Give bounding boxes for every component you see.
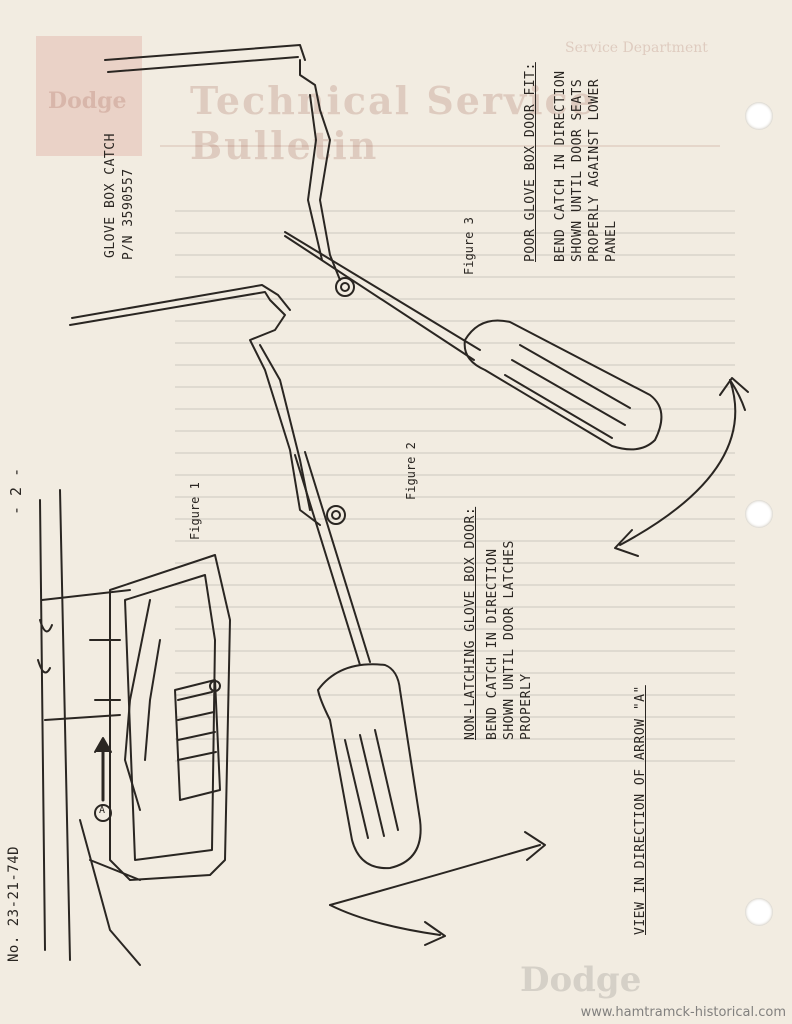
site-watermark: www.hamtramck-historical.com (580, 1005, 786, 1020)
poor-fit-line-1: BEND CATCH IN DIRECTION (553, 70, 568, 262)
bleed-header: Service Department (565, 40, 708, 56)
poor-fit-heading: POOR GLOVE BOX DOOR FIT: (523, 62, 538, 262)
binder-hole-middle (745, 500, 773, 528)
bleed-logo (36, 36, 142, 156)
part-name: GLOVE BOX CATCH (103, 133, 118, 258)
binder-hole-top (745, 102, 773, 130)
bleed-title: Technical Service Bulletin (190, 78, 596, 168)
figure-2-catch-drawing (69, 284, 546, 946)
poor-fit-line-2: SHOWN UNTIL DOOR SEATS (570, 78, 585, 262)
bleed-body (175, 210, 735, 770)
non-latching-heading: NON-LATCHING GLOVE BOX DOOR: (463, 506, 478, 740)
bleed-rule (160, 145, 720, 147)
arrow-a-label: A (99, 805, 106, 816)
poor-fit-line-3: PROPERLY AGAINST LOWER (587, 78, 602, 262)
bleed-footer-brand: Dodge (520, 960, 642, 1000)
figure-1-glovebox-drawing (37, 489, 231, 966)
figure-1-label: Figure 1 (188, 482, 202, 540)
bleed-brand: Dodge (48, 88, 127, 114)
arrow-a-drawing (94, 737, 112, 822)
figure-2-label: Figure 2 (404, 442, 418, 500)
figure-3-catch-drawing (104, 44, 749, 557)
page-number: - 2 - (7, 467, 25, 515)
binder-hole-bottom (745, 898, 773, 926)
non-latching-line-2: SHOWN UNTIL DOOR LATCHES (502, 540, 517, 740)
bulletin-number: No. 23-21-74D (6, 845, 22, 962)
non-latching-line-3: PROPERLY (519, 673, 534, 740)
view-caption: VIEW IN DIRECTION OF ARROW "A" (633, 685, 648, 935)
figure-3-label: Figure 3 (462, 217, 476, 275)
part-number: P/N 3590557 (121, 168, 136, 260)
poor-fit-line-4: PANEL (604, 220, 619, 262)
non-latching-line-1: BEND CATCH IN DIRECTION (485, 548, 500, 740)
